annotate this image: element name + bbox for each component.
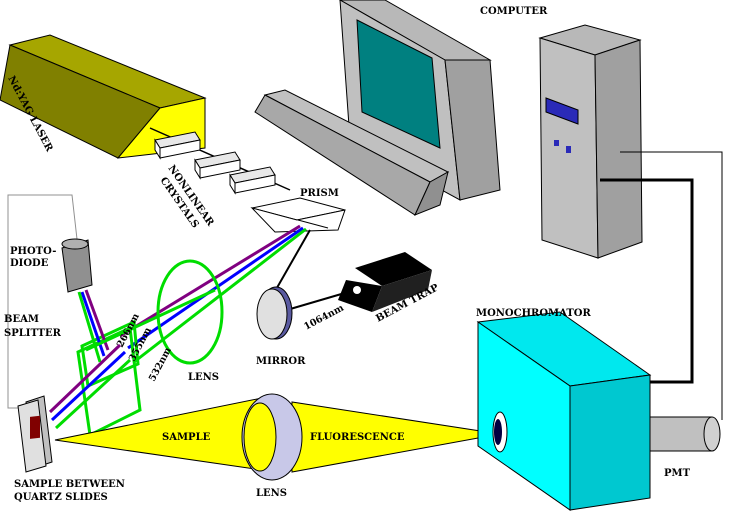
beam-green-cross-lens — [85, 288, 216, 352]
label-computer: COMPUTER — [480, 6, 548, 17]
tower-button-2 — [566, 146, 571, 153]
monochromator-front — [569, 374, 651, 511]
tower-button-1 — [554, 140, 559, 146]
photodiode-cap — [61, 238, 89, 250]
cables — [600, 151, 723, 420]
fluorescence-path — [54, 397, 501, 473]
mirror — [256, 286, 356, 340]
label-fluorescence: FLUORESCENCE — [310, 432, 405, 443]
pmt-body — [649, 416, 713, 452]
beam-purple-to-splitter — [119, 224, 301, 338]
beam-trap — [338, 252, 432, 312]
pmt-end — [703, 416, 721, 452]
computer-tower — [538, 24, 643, 259]
cable-tower-to-monochromator — [600, 178, 694, 384]
splitter-front — [80, 319, 140, 389]
monitor-screen — [356, 19, 441, 149]
label-diode: DIODE — [10, 258, 49, 269]
sample — [17, 395, 53, 473]
computer-monitor — [254, 0, 501, 216]
crystal-3 — [229, 166, 276, 195]
crystal-2 — [194, 151, 241, 180]
pmt — [649, 416, 721, 452]
lower-lens — [241, 393, 303, 481]
beam-trap-aperture — [353, 286, 361, 294]
beam-trap-side — [372, 270, 432, 312]
splitter-to-sample-purple — [48, 343, 122, 414]
photodiode-cable — [7, 194, 79, 409]
label-pmt: PMT — [664, 468, 691, 479]
nonlinear-crystals — [149, 127, 291, 195]
label-sample: SAMPLE — [162, 432, 211, 443]
upper-lens — [156, 259, 224, 365]
beam-trap-top — [355, 252, 432, 286]
label-mirror: MIRROR — [256, 356, 306, 367]
beam-1064-prism-edge — [297, 219, 329, 229]
label-monochromator: MONOCHROMATOR — [476, 308, 591, 319]
label-1064nm: 1064nm — [302, 303, 345, 333]
label-prism: PRISM — [300, 188, 339, 199]
label-sample-between: SAMPLE BETWEEN — [14, 479, 125, 490]
mirror-face — [256, 288, 288, 340]
label-lens-upper: LENS — [188, 372, 219, 383]
label-photo: PHOTO- — [10, 246, 56, 257]
keyboard-edge — [414, 171, 449, 216]
label-beam: BEAM — [4, 314, 39, 325]
monochromator — [476, 311, 652, 511]
splitter-to-diode-green — [77, 291, 102, 363]
prism-beams — [119, 219, 329, 364]
label-532nm: 532nm — [147, 346, 174, 384]
tower-drive-slot — [545, 97, 579, 125]
sample-material — [30, 415, 40, 439]
splitter-to-diode-blue — [80, 291, 106, 357]
splitter-to-sample-green — [54, 358, 132, 430]
splitter-to-sample-blue — [50, 350, 127, 422]
crystal-1 — [154, 131, 201, 160]
beam-splitter — [48, 288, 216, 438]
label-lens-lower: LENS — [256, 488, 287, 499]
beam-trap-front — [338, 280, 382, 312]
tower-side — [594, 39, 643, 259]
cable-tower-to-pmt — [620, 151, 723, 420]
monochromator-slit-opening — [494, 419, 502, 445]
photodiode — [7, 194, 93, 409]
monitor-side — [444, 59, 501, 201]
label-splitter: SPLITTER — [4, 328, 62, 339]
lower-lens-glass — [243, 402, 277, 472]
label-quartz-slides: QUARTZ SLIDES — [14, 492, 108, 503]
upper-lens-ring — [156, 259, 224, 365]
beam-blue-to-splitter — [127, 226, 304, 350]
